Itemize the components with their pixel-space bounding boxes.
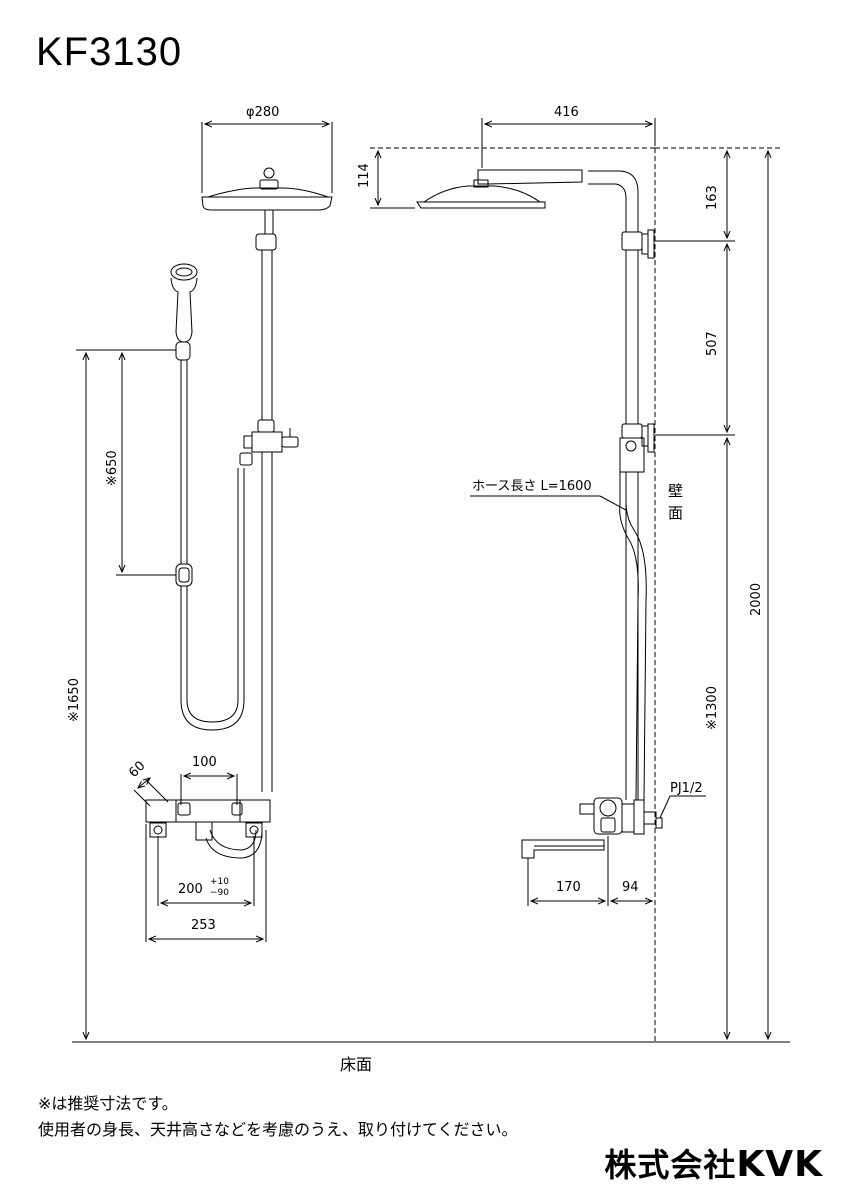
mixer-front bbox=[145, 799, 271, 841]
overhead-shower-front bbox=[201, 167, 333, 234]
shower-hose-front bbox=[180, 468, 263, 859]
dim-60: 60 bbox=[126, 759, 148, 781]
wall-label-char1: 壁 bbox=[668, 482, 683, 500]
dim-head-height: 114 bbox=[357, 163, 372, 188]
brand-kvk: KVK bbox=[736, 1144, 823, 1185]
dim-200-plus: +10 bbox=[210, 877, 229, 887]
shower-hose-side bbox=[619, 472, 647, 801]
note-line-2: 使用者の身長、天井高さなどを考慮のうえ、取り付けてください。 bbox=[38, 1120, 518, 1139]
wall-brackets-side bbox=[619, 229, 655, 800]
dim-170: 170 bbox=[556, 880, 581, 895]
wall-label: 壁 面 bbox=[668, 482, 688, 522]
floor-label: 床面 bbox=[340, 1055, 372, 1074]
brand-logo: 株式会社KVK bbox=[604, 1140, 823, 1186]
dim-diameter: φ280 bbox=[246, 105, 279, 120]
hand-shower-front bbox=[170, 263, 198, 700]
mixer-side bbox=[521, 797, 663, 859]
dim-pj: PJ1/2 bbox=[670, 781, 703, 796]
overhead-shower-side bbox=[416, 169, 639, 232]
dim-94: 94 bbox=[622, 880, 639, 895]
dim-1650: ※1650 bbox=[67, 678, 82, 722]
dim-2000: 2000 bbox=[749, 583, 764, 616]
dim-163: 163 bbox=[705, 185, 720, 210]
brand-company: 株式会社 bbox=[604, 1146, 737, 1184]
riser-pipe-front bbox=[239, 233, 299, 792]
note-line-1: ※は推奨寸法です。 bbox=[38, 1094, 178, 1113]
dim-507: 507 bbox=[705, 331, 720, 356]
hose-length-label: ホース長さ L=1600 bbox=[472, 479, 592, 494]
dim-253: 253 bbox=[191, 918, 216, 933]
dim-1300: ※1300 bbox=[705, 686, 720, 730]
dim-100: 100 bbox=[192, 755, 217, 770]
dim-reach: 416 bbox=[554, 105, 579, 120]
wall-label-char2: 面 bbox=[668, 504, 683, 522]
dim-650: ※650 bbox=[105, 450, 120, 486]
model-title: KF3130 bbox=[36, 30, 183, 74]
dim-200: 200 bbox=[178, 882, 203, 897]
dim-200-minus: −90 bbox=[210, 888, 229, 898]
